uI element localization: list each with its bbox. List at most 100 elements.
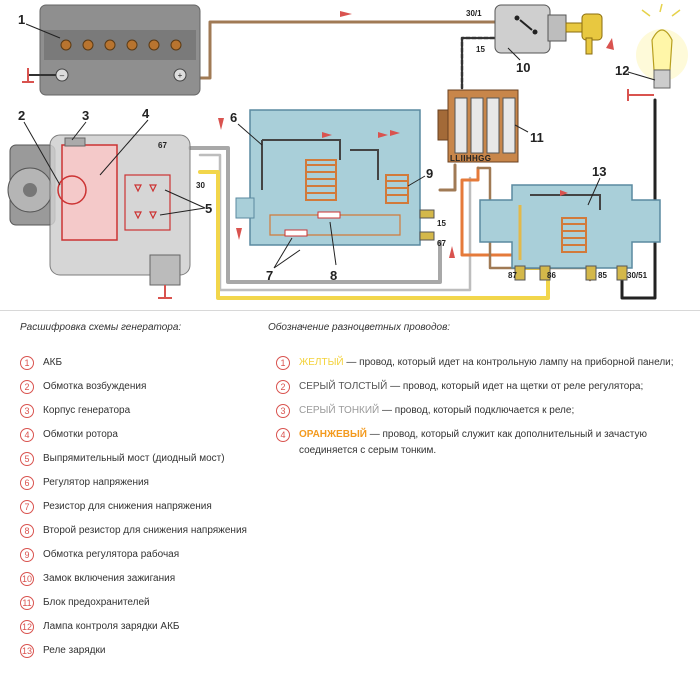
callout-8: 8 [330,268,337,283]
legend-item: 10 Замок включения зажигания [20,572,175,590]
wire-legend-item: 1 ЖЕЛТЫЙ — провод, который идет на контро… [276,356,674,374]
legend-number: 8 [20,524,34,538]
wire-name-orange: ОРАНЖЕВЫЙ [299,429,367,440]
wire-gray-thick [188,146,442,284]
callout-7: 7 [266,268,273,283]
wire-colors-legend-title: Обозначение разноцветных проводов: [268,322,451,333]
wire-legend-number: 1 [276,356,290,370]
pin-gen-30: 30 [196,181,205,190]
wire-battery-to-ignition [183,20,500,80]
legend-number: 10 [20,572,34,586]
callout-1: 1 [18,12,25,27]
legend-text: Регулятор напряжения [43,477,149,488]
legend-text: Лампа контроля зарядки АКБ [43,621,180,632]
callout-5: 5 [205,201,212,216]
legend-item: 9 Обмотка регулятора рабочая [20,548,179,566]
wire-legend-number: 2 [276,380,290,394]
legend-number: 4 [20,428,34,442]
legend-item: 7 Резистор для снижения напряжения [20,500,212,518]
wire-legend-number: 4 [276,428,290,442]
callouts: 1 2 3 4 5 6 7 8 9 10 11 12 13 [18,12,656,283]
legend-number: 6 [20,476,34,490]
legend-item: 8 Второй резистор для снижения напряжения [20,524,247,542]
fuse-block [437,89,519,163]
legend-number: 1 [20,356,34,370]
legend-text: Замок включения зажигания [43,573,176,584]
pin-ign-30-1: 30/1 [466,9,482,18]
pin-labels: 67 30 15 67 30/1 15 LLIIHHGG 87 86 85 30… [158,9,648,280]
charge-lamp [627,3,688,101]
pin-relay-86: 86 [547,271,556,280]
legend-number: 3 [20,404,34,418]
wire-black-lamp [620,98,657,300]
legend-number: 5 [20,452,34,466]
legend-item: 4 Обмотки ротора [20,428,118,446]
wire-legend-item: 3 СЕРЫЙ ТОНКИЙ — провод, который подключа… [276,404,574,422]
legend-text: Второй резистор для снижения напряжения [43,525,247,536]
callout-6: 6 [230,110,237,125]
wire-description: — провод, который идет на контрольную ла… [343,357,674,368]
callout-4: 4 [142,106,150,121]
callout-11: 11 [530,130,544,145]
voltage-regulator [235,109,435,246]
pin-relay-30-51: 30/51 [627,271,648,280]
generator-legend-title: Расшифровка схемы генератора: [20,322,182,333]
legend-number: 9 [20,548,34,562]
battery: – + [22,4,201,96]
pin-relay-85: 85 [598,271,607,280]
legend-text: Выпрямительный мост (диодный мост) [43,453,225,464]
pin-gen-67: 67 [158,141,167,150]
wire-legend-number: 3 [276,404,290,418]
legend-item: 6 Регулятор напряжения [20,476,149,494]
wire-legend-item: 4 ОРАНЖЕВЫЙ — провод, который служит как … [276,428,647,446]
wire-name-gray-thick: СЕРЫЙ ТОЛСТЫЙ [299,381,388,392]
wire-name-yellow: ЖЕЛТЫЙ [299,357,344,368]
legend-item: 2 Обмотка возбуждения [20,380,146,398]
pin-ign-15: 15 [476,45,485,54]
legend-text: Блок предохранителей [43,597,150,608]
legend-number: 11 [20,596,34,610]
wire-colors-legend: Обозначение разноцветных проводов: 1 ЖЕЛТ… [268,322,698,482]
legend-text: Реле зарядки [43,645,106,656]
legend-item: 1 АКБ [20,356,62,374]
wire-description: — провод, который подключается к реле; [379,405,575,416]
svg-text:+: + [178,71,183,80]
divider [0,310,700,311]
callout-9: 9 [426,166,433,181]
callout-13: 13 [592,164,606,179]
legend-number: 12 [20,620,34,634]
legend-text: Резистор для снижения напряжения [43,501,212,512]
pin-relay-87: 87 [508,271,517,280]
wire-name-gray-thin: СЕРЫЙ ТОНКИЙ [299,405,380,416]
legend-number: 7 [20,500,34,514]
callout-2: 2 [18,108,25,123]
current-flow-arrows [218,11,614,258]
legend-text: Обмотка возбуждения [43,381,147,392]
wire-brown-to-fuse [438,163,457,192]
wire-legend-item-continuation: соединяется с серым тонким. [299,444,436,462]
generator [7,134,191,299]
legend-number: 2 [20,380,34,394]
legend-text: Обмотка регулятора рабочая [43,549,180,560]
pin-reg-67: 67 [437,239,446,248]
pin-reg-15: 15 [437,219,446,228]
wire-ignition-15 [460,36,502,90]
wire-description-continuation: соединяется с серым тонким. [299,445,437,456]
callout-3: 3 [82,108,89,123]
legend-text: АКБ [43,357,63,368]
pin-fuse-labels: LLIIHHGG [450,154,491,163]
svg-text:–: – [60,71,65,80]
callout-10: 10 [516,60,530,75]
legend-item: 5 Выпрямительный мост (диодный мост) [20,452,225,470]
charge-relay [479,184,661,281]
legend-item: 12 Лампа контроля зарядки АКБ [20,620,179,638]
legend-item: 11 Блок предохранителей [20,596,150,614]
legend-text: Обмотки ротора [43,429,118,440]
generator-wiring-diagram: – + [7,3,688,300]
callout-12: 12 [615,63,629,78]
wire-description: — провод, который служит как дополнитель… [366,429,647,440]
